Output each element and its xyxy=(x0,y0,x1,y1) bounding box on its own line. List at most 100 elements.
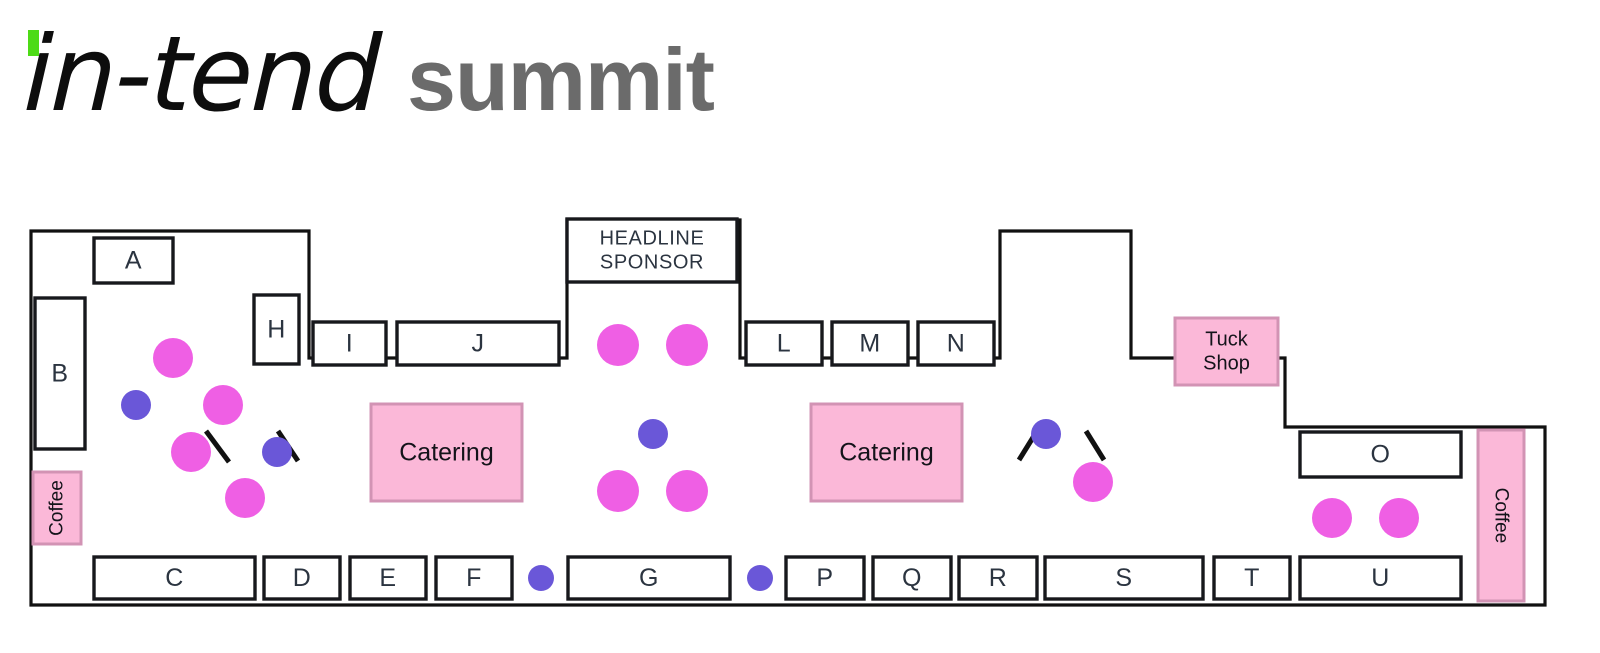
coffee-station-1[interactable]: Coffee xyxy=(31,470,83,546)
booth-b-box[interactable] xyxy=(33,296,87,451)
booth-h[interactable]: H xyxy=(252,293,301,366)
round-table-purple-5 xyxy=(528,565,554,591)
booth-g-box[interactable] xyxy=(566,555,732,601)
booth-d-label: D xyxy=(293,564,312,592)
round-table-pink-2 xyxy=(203,385,243,425)
round-table-purple-3 xyxy=(638,419,668,449)
booth-o-label: O xyxy=(1371,441,1391,469)
booth-f-box[interactable] xyxy=(434,555,514,601)
booth-a-label: A xyxy=(125,247,142,275)
round-table-purple-4 xyxy=(1031,419,1061,449)
round-table-pink-4 xyxy=(225,478,265,518)
booth-n-label: N xyxy=(947,330,966,358)
booth-h-box[interactable] xyxy=(252,293,301,366)
catering-area-1[interactable]: Catering xyxy=(369,402,524,503)
booth-r[interactable]: R xyxy=(957,555,1039,601)
booth-t[interactable]: T xyxy=(1212,555,1292,601)
headline-sponsor-box[interactable] xyxy=(565,217,739,284)
booth-headline-sponsor[interactable]: HEADLINE SPONSOR xyxy=(565,217,739,284)
coffee-label-1: Coffee xyxy=(47,480,68,536)
venue-wall-outline xyxy=(29,218,1547,607)
booth-c[interactable]: C xyxy=(92,555,257,601)
round-table-pink-1 xyxy=(153,338,193,378)
booth-stands: A B H I J L M N O C D E F G P Q R S T U xyxy=(33,236,1463,601)
coffee-stations: Coffee Coffee xyxy=(31,428,1526,603)
booth-b[interactable]: B xyxy=(33,296,87,451)
booth-l-box[interactable] xyxy=(744,320,824,367)
catering-area-2[interactable]: Catering xyxy=(809,402,964,503)
booth-e[interactable]: E xyxy=(348,555,428,601)
booth-d[interactable]: D xyxy=(262,555,342,601)
coffee-box-1[interactable] xyxy=(31,470,83,546)
booth-t-label: T xyxy=(1244,564,1260,592)
coffee-box-2[interactable] xyxy=(1476,428,1526,603)
booth-l-label: L xyxy=(777,330,791,358)
booth-s[interactable]: S xyxy=(1043,555,1205,601)
booth-p[interactable]: P xyxy=(784,555,866,601)
round-table-purple-2 xyxy=(262,437,292,467)
booth-c-box[interactable] xyxy=(92,555,257,601)
booth-a[interactable]: A xyxy=(92,236,175,285)
round-table-pink-6 xyxy=(666,324,708,366)
coffee-station-2[interactable]: Coffee xyxy=(1476,428,1526,603)
catering-box-2[interactable] xyxy=(809,402,964,503)
booth-r-box[interactable] xyxy=(957,555,1039,601)
round-table-pink-8 xyxy=(666,470,708,512)
booth-q[interactable]: Q xyxy=(871,555,953,601)
booth-a-box[interactable] xyxy=(92,236,175,285)
booth-j[interactable]: J xyxy=(395,320,561,367)
catering-areas: Catering Catering xyxy=(369,402,964,503)
floor-plan: HEADLINE SPONSOR A B H I J L M N O C D E F G P Q R S T U Ca… xyxy=(0,195,1600,635)
logo-accent-mark xyxy=(28,30,39,56)
booth-g-label: G xyxy=(639,564,659,592)
tuck-shop-box[interactable] xyxy=(1173,316,1280,387)
headline-sponsor-label-line2: SPONSOR xyxy=(600,252,704,274)
booth-f[interactable]: F xyxy=(434,555,514,601)
round-table-pink-7 xyxy=(597,470,639,512)
booth-i[interactable]: I xyxy=(311,320,388,367)
catering-box-1[interactable] xyxy=(369,402,524,503)
booth-j-box[interactable] xyxy=(395,320,561,367)
booth-o-box[interactable] xyxy=(1298,430,1463,479)
brand-logo: in-tend summit xyxy=(21,13,715,135)
floor-plan-svg: HEADLINE SPONSOR A B H I J L M N O C D E F G P Q R S T U Ca… xyxy=(29,217,1547,607)
booth-l[interactable]: L xyxy=(744,320,824,367)
booth-m[interactable]: M xyxy=(830,320,910,367)
pink-round-tables xyxy=(153,324,1419,538)
booth-q-box[interactable] xyxy=(871,555,953,601)
coffee-label-2: Coffee xyxy=(1491,488,1512,544)
tuck-shop-label-line1: Tuck xyxy=(1205,329,1249,351)
door-swing-1 xyxy=(203,429,232,464)
booth-i-label: I xyxy=(346,330,353,358)
logo-primary-text: in-tend xyxy=(21,13,382,135)
booth-r-label: R xyxy=(989,564,1008,592)
booth-q-label: Q xyxy=(902,564,922,592)
booth-s-box[interactable] xyxy=(1043,555,1205,601)
booth-n[interactable]: N xyxy=(916,320,996,367)
booth-u-label: U xyxy=(1371,564,1390,592)
booth-p-box[interactable] xyxy=(784,555,866,601)
booth-b-label: B xyxy=(51,360,68,388)
booth-n-box[interactable] xyxy=(916,320,996,367)
door-swing-4 xyxy=(1083,429,1107,462)
booth-e-label: E xyxy=(379,564,396,592)
booth-e-box[interactable] xyxy=(348,555,428,601)
booth-m-box[interactable] xyxy=(830,320,910,367)
booth-u[interactable]: U xyxy=(1298,555,1463,601)
booth-g[interactable]: G xyxy=(566,555,732,601)
round-table-purple-6 xyxy=(747,565,773,591)
booth-h-label: H xyxy=(267,316,286,344)
headline-sponsor-label-line1: HEADLINE xyxy=(600,228,705,250)
booth-d-box[interactable] xyxy=(262,555,342,601)
booth-u-box[interactable] xyxy=(1298,555,1463,601)
booth-o[interactable]: O xyxy=(1298,430,1463,479)
booth-s-label: S xyxy=(1115,564,1132,592)
booth-t-box[interactable] xyxy=(1212,555,1292,601)
booth-i-box[interactable] xyxy=(311,320,388,367)
round-table-pink-10 xyxy=(1312,498,1352,538)
purple-round-tables xyxy=(121,390,1061,591)
round-table-pink-3 xyxy=(171,432,211,472)
booth-f-label: F xyxy=(466,564,482,592)
tuck-shop-area[interactable]: Tuck Shop xyxy=(1173,316,1280,387)
